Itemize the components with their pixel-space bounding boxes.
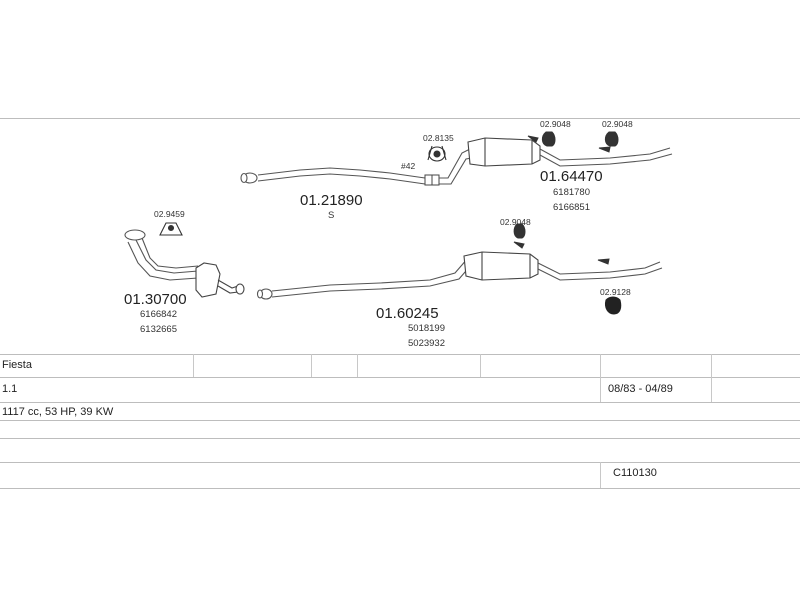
table-line (0, 438, 800, 439)
table-divider (193, 354, 194, 377)
hanger-shape-middle (513, 223, 610, 265)
system-code: C110130 (613, 467, 657, 479)
clamp-label: #42 (401, 161, 416, 171)
production-years: 08/83 - 04/89 (608, 383, 673, 395)
oe-number-rear-silencer-2: 6166851 (553, 202, 590, 213)
oe-number-front-pipe-1: 6166842 (140, 309, 177, 320)
engine-specs: 1117 cc, 53 HP, 39 KW (2, 406, 114, 418)
part-number-middle-silencer: 01.60245 (376, 305, 439, 322)
rear-silencer-upper-shape (467, 137, 541, 167)
tail-pipe-lower-shape (537, 261, 663, 281)
oe-number-rear-silencer-1: 6181780 (553, 187, 590, 198)
part-number-middle-hanger: 02.9048 (500, 217, 531, 227)
table-divider (357, 354, 358, 377)
part-number-rubber-mount: 02.9128 (600, 287, 631, 297)
vehicle-model: Fiesta (2, 359, 32, 371)
middle-pipe-shape (240, 167, 426, 185)
catalytic-converter-shape (195, 262, 245, 298)
gasket-mount-shape (427, 145, 447, 162)
part-number-middle-pipe: 01.21890 (300, 192, 363, 209)
table-divider (480, 354, 481, 377)
exhaust-system-diagram: 02.8135 02.9048 02.9048 #42 01.64470 618… (0, 118, 800, 354)
rubber-mount-shape (605, 296, 622, 315)
middle-pipe-suffix: S (328, 210, 335, 221)
table-divider (600, 462, 601, 488)
table-divider (711, 354, 712, 402)
clamp-42-shape (424, 174, 440, 186)
tail-pipe-upper-shape (539, 147, 673, 167)
oe-number-middle-silencer-1: 5018199 (408, 323, 445, 334)
table-divider (600, 354, 601, 402)
part-number-front-mount: 02.9459 (154, 209, 185, 219)
middle-silencer-shape (463, 251, 539, 281)
table-line (0, 462, 800, 463)
oe-number-middle-silencer-2: 5023932 (408, 338, 445, 349)
exhaust-diagram-svg (0, 118, 800, 315)
table-divider (311, 354, 312, 377)
front-mount-shape (159, 222, 183, 236)
oe-number-front-pipe-2: 6132665 (140, 324, 177, 335)
table-line (0, 488, 800, 489)
part-number-rear-silencer: 01.64470 (540, 168, 603, 185)
table-line (0, 354, 800, 355)
part-number-gasket-mount: 02.8135 (423, 133, 454, 143)
vehicle-info-table: Fiesta 1.1 08/83 - 04/89 1117 cc, 53 HP,… (0, 354, 800, 490)
engine-size: 1.1 (2, 383, 18, 395)
part-number-front-pipe: 01.30700 (124, 291, 187, 308)
table-line (0, 377, 800, 378)
front-pipe-shape (124, 229, 199, 281)
part-number-rear-hanger-1: 02.9048 (540, 119, 571, 129)
middle-silencer-pipe-shape (256, 257, 473, 300)
part-number-rear-hanger-2: 02.9048 (602, 119, 633, 129)
hanger-shapes-upper (527, 131, 619, 153)
table-line (0, 420, 800, 421)
table-line (0, 402, 800, 403)
